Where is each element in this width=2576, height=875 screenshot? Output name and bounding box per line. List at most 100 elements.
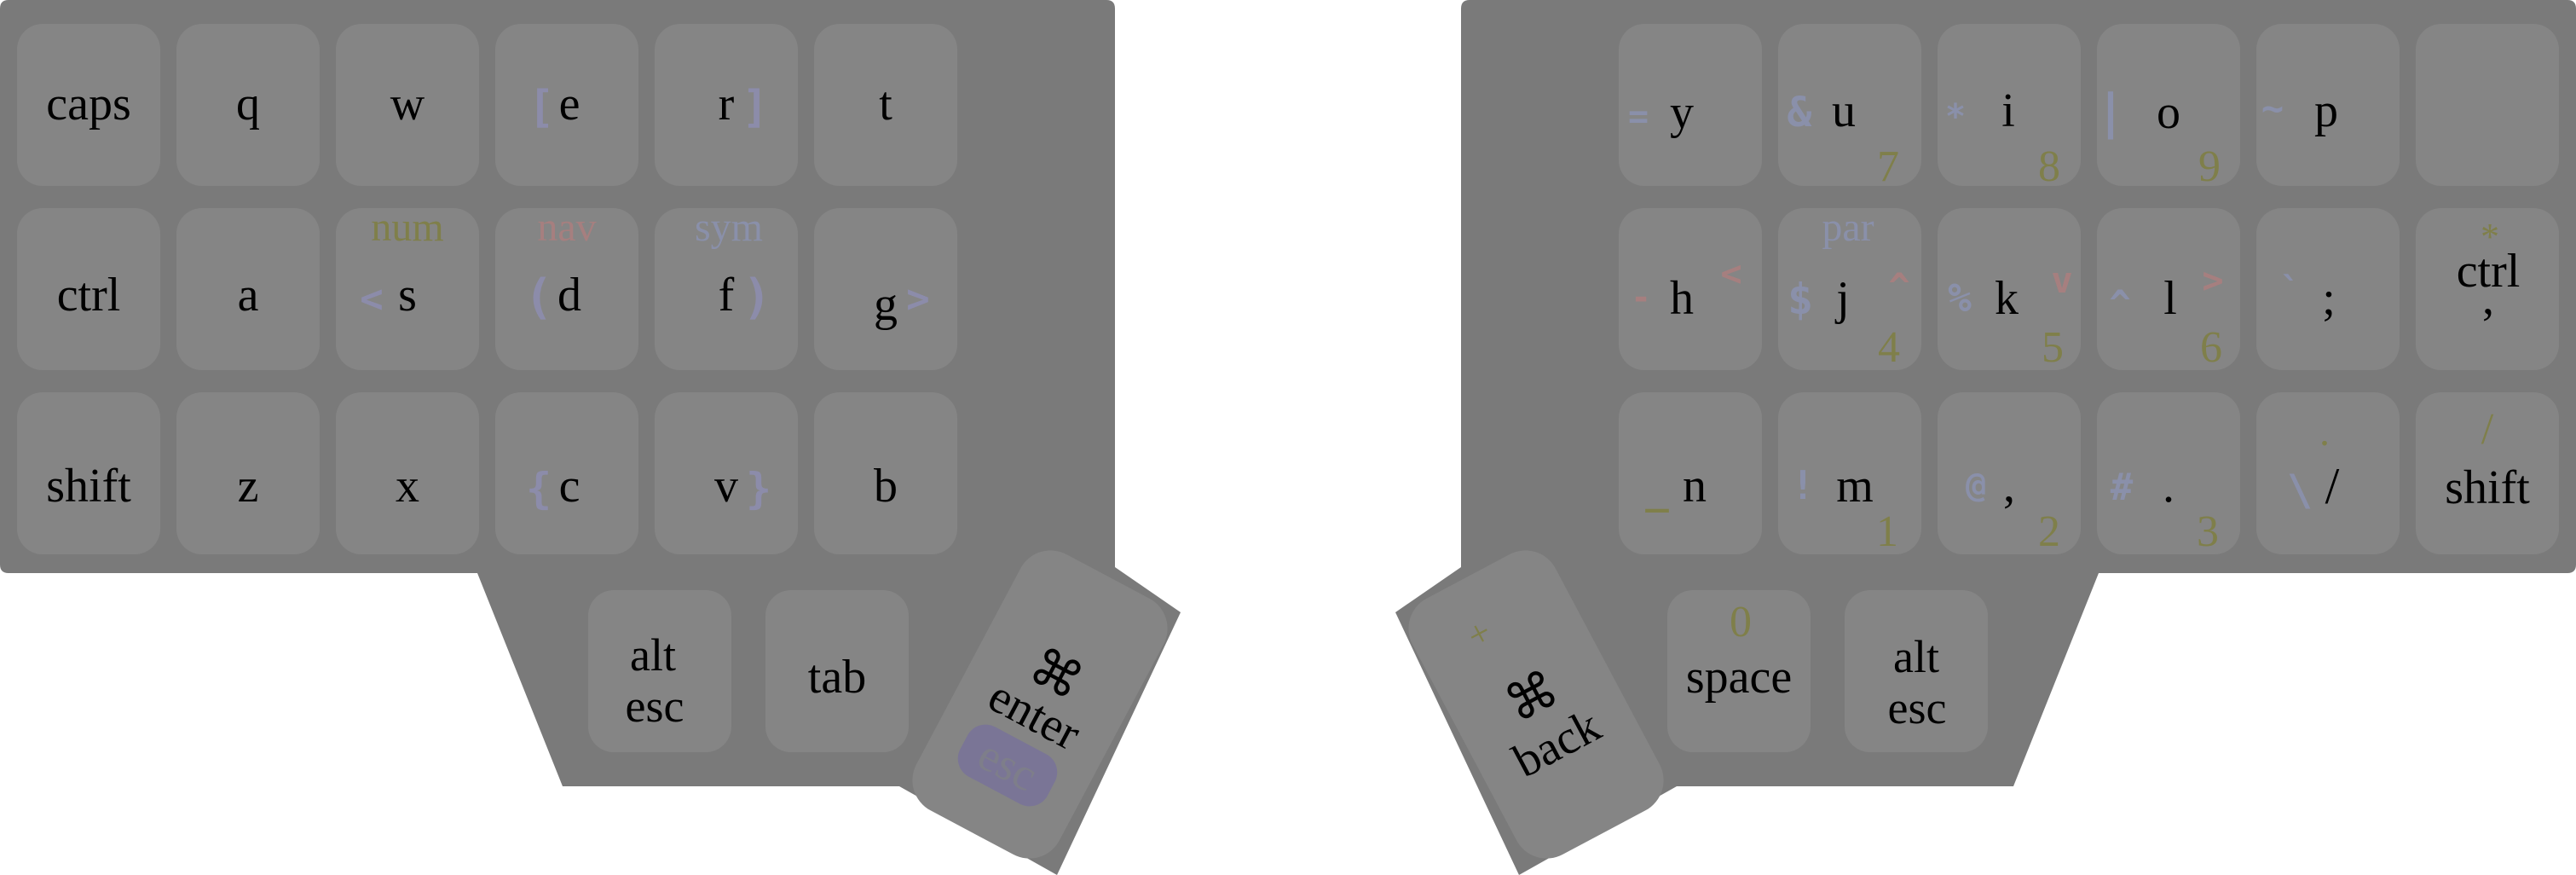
- right-half: = y & u 7 * i 8 | o 9 ~ p - h < par $ j …: [1395, 0, 2576, 875]
- key-g-label: g: [874, 278, 898, 331]
- key-dot-sym: #: [2111, 466, 2134, 509]
- key-slash: [2256, 392, 2400, 554]
- key-s-label: s: [398, 269, 417, 322]
- key-semicolon: [2256, 208, 2400, 370]
- key-ctrl-right-line1: ctrl: [2457, 245, 2521, 298]
- key-shift-right-label: shift: [2445, 461, 2530, 514]
- key-cmd-enter-body: [912, 550, 1168, 859]
- key-alt-esc-left-line1: alt: [630, 629, 676, 681]
- key-v-sym: }: [746, 464, 771, 513]
- key-comma-label: ,: [2003, 460, 2015, 513]
- key-n: [1619, 392, 1762, 554]
- key-p-label: p: [2314, 84, 2338, 137]
- key-h-label: h: [1670, 272, 1694, 325]
- key-y-label: y: [1670, 86, 1694, 139]
- key-i-num: 8: [2038, 142, 2060, 191]
- key-u-label: u: [1832, 84, 1856, 137]
- key-n-sym: _: [1645, 466, 1669, 513]
- key-alt-esc-left: [588, 590, 731, 752]
- key-i: [1938, 24, 2081, 186]
- key-t: [814, 24, 957, 186]
- key-p-sym: ~: [2261, 87, 2284, 130]
- key-z: [176, 392, 320, 554]
- key-e-label: e: [559, 78, 580, 130]
- key-p: [2256, 24, 2400, 186]
- key-c-sym: {: [526, 464, 552, 513]
- key-u-num: 7: [1877, 142, 1899, 191]
- key-slash-num: .: [2319, 409, 2330, 455]
- key-a-label: a: [238, 269, 259, 322]
- key-b-label: b: [874, 460, 898, 513]
- key-j-label: j: [1834, 272, 1850, 325]
- left-half: caps q w [ e r ] t ctrl a num < s nav ( …: [0, 0, 1181, 875]
- key-q-label: q: [236, 78, 260, 130]
- key-j-num: 4: [1878, 323, 1900, 372]
- key-ctrl-right-num: *: [2481, 216, 2499, 258]
- key-k-num: 5: [2042, 323, 2064, 372]
- key-d-label: d: [557, 269, 581, 322]
- key-ctrl-right: [2416, 208, 2559, 370]
- key-dot-num: 3: [2197, 507, 2219, 556]
- key-tab: [765, 590, 909, 752]
- key-x: [336, 392, 479, 554]
- key-cmd-back-body: [1408, 550, 1664, 859]
- key-c-label: c: [559, 460, 580, 513]
- key-y-sym: =: [1628, 97, 1649, 136]
- layer-sym-label: sym: [695, 205, 763, 250]
- key-o-sym: |: [2096, 84, 2125, 140]
- key-caps: [17, 24, 160, 186]
- key-g: [814, 208, 957, 370]
- key-k-label: k: [1995, 272, 2019, 325]
- key-f-label: f: [719, 269, 735, 322]
- layer-num-label: num: [371, 205, 443, 250]
- key-w: [336, 24, 479, 186]
- key-comma-sym: @: [1966, 466, 1986, 505]
- layer-par-label: par: [1822, 205, 1874, 250]
- key-r-sym: ]: [742, 82, 768, 133]
- key-semicolon-sym: `: [2279, 269, 2301, 311]
- key-o-label: o: [2157, 86, 2180, 139]
- key-alt-esc-left-line2: esc: [626, 681, 684, 732]
- key-e: [495, 24, 638, 186]
- key-ctrl-left: [17, 208, 160, 370]
- key-l-sym: ^: [2109, 282, 2130, 324]
- key-comma: [1938, 392, 2081, 554]
- key-i-sym: *: [1945, 97, 1966, 136]
- key-q: [176, 24, 320, 186]
- key-h: [1619, 208, 1762, 370]
- key-m: [1778, 392, 1921, 554]
- key-shift-right-num: /: [2481, 405, 2494, 454]
- key-r: [655, 24, 798, 186]
- key-shift-left-label: shift: [46, 460, 131, 513]
- key-s-sym: <: [360, 275, 384, 322]
- key-j-nav: ^: [1888, 265, 1909, 307]
- key-v: [655, 392, 798, 554]
- key-r-label: r: [719, 78, 735, 130]
- key-l: [2097, 208, 2240, 370]
- key-o: [2097, 24, 2240, 186]
- layer-nav-label: nav: [537, 205, 596, 250]
- key-i-label: i: [2001, 84, 2015, 137]
- key-h-nav: <: [1720, 252, 1741, 294]
- key-alt-esc-right-line2: esc: [1888, 682, 1947, 733]
- key-shift-right: [2416, 392, 2559, 554]
- key-g-sym: >: [906, 275, 930, 322]
- key-u-sym: &: [1788, 89, 1812, 136]
- key-semicolon-label: ;: [2322, 272, 2336, 325]
- key-f-sym: ): [742, 269, 771, 325]
- key-alt-esc-right-line1: alt: [1893, 631, 1939, 682]
- key-ctrl-left-label: ctrl: [57, 269, 121, 322]
- key-slash-sym: \: [2287, 466, 2313, 515]
- key-k: [1938, 208, 2081, 370]
- key-m-label: m: [1836, 460, 1874, 513]
- key-l-nav: >: [2202, 259, 2223, 301]
- key-h-sym: -: [1631, 278, 1651, 317]
- key-c: [495, 392, 638, 554]
- key-blank: [2416, 24, 2559, 186]
- esc-badge: [957, 724, 1058, 807]
- key-l-label: l: [2163, 272, 2177, 325]
- key-t-label: t: [879, 78, 892, 130]
- key-d-sym: (: [524, 269, 553, 325]
- key-b: [814, 392, 957, 554]
- key-shift-left: [17, 392, 160, 554]
